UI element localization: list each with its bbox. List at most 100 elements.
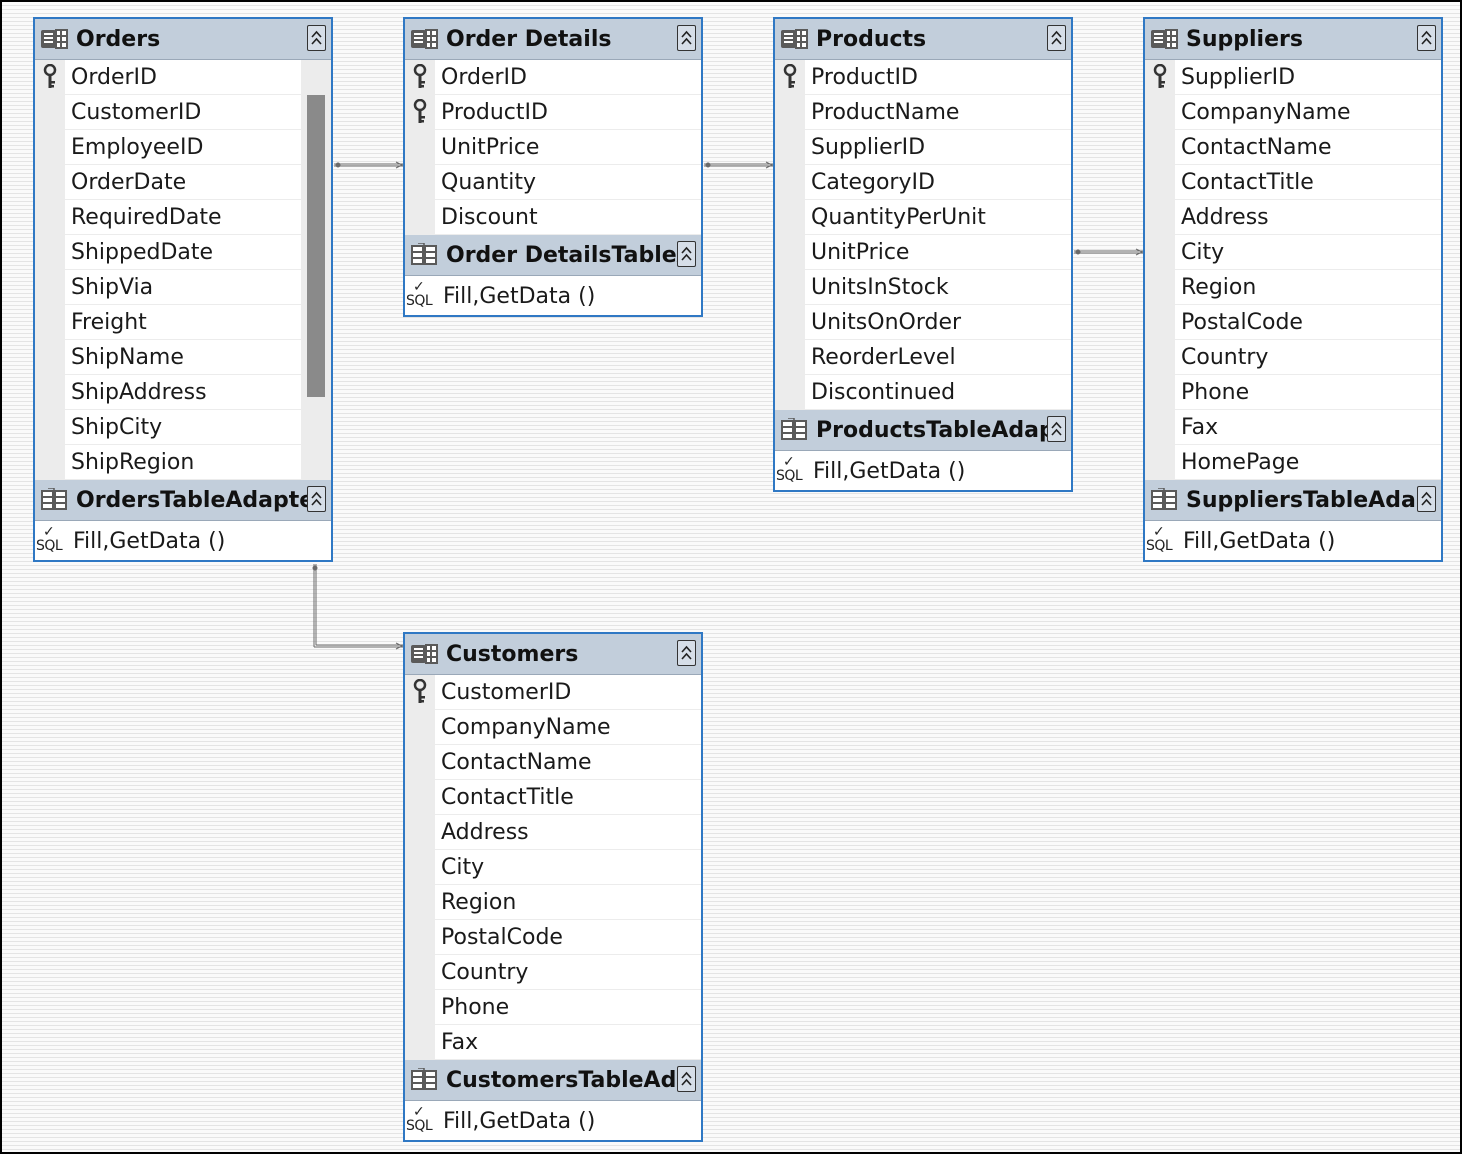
- order-details-tableadapter-header[interactable]: Order DetailsTableA: [405, 235, 701, 276]
- column-row[interactable]: Region: [435, 885, 701, 920]
- collapse-chevron-icon[interactable]: [1417, 25, 1436, 51]
- order-details-table-header[interactable]: Order Details: [405, 19, 701, 60]
- column-row[interactable]: CompanyName: [1175, 95, 1441, 130]
- orders-table-header[interactable]: Orders: [35, 19, 331, 60]
- column-row[interactable]: CustomerID: [435, 675, 701, 710]
- customers-tableadapter-header[interactable]: CustomersTableAda: [405, 1060, 701, 1101]
- column-row[interactable]: UnitsOnOrder: [805, 305, 1071, 340]
- column-row[interactable]: Country: [1175, 340, 1441, 375]
- collapse-chevron-icon[interactable]: [677, 1066, 696, 1092]
- column-row[interactable]: Discount: [435, 200, 701, 235]
- column-row[interactable]: SupplierID: [805, 130, 1071, 165]
- suppliers-query-row[interactable]: ✓SQL Fill,GetData (): [1145, 521, 1441, 560]
- tableadapter-icon: [410, 1067, 438, 1093]
- column-row[interactable]: ProductName: [805, 95, 1071, 130]
- column-row[interactable]: HomePage: [1175, 445, 1441, 480]
- column-row[interactable]: UnitPrice: [435, 130, 701, 165]
- column-row[interactable]: Phone: [1175, 375, 1441, 410]
- products-query-label: Fill,GetData (): [813, 458, 966, 484]
- column-row[interactable]: ProductID: [805, 60, 1071, 95]
- suppliers-tableadapter-header[interactable]: SuppliersTableAdap: [1145, 480, 1441, 521]
- column-row[interactable]: ShipName: [65, 340, 301, 375]
- customers-query-row[interactable]: ✓SQL Fill,GetData (): [405, 1101, 701, 1140]
- column-row[interactable]: UnitsInStock: [805, 270, 1071, 305]
- column-row[interactable]: ProductID: [435, 95, 701, 130]
- column-row[interactable]: ShipCity: [65, 410, 301, 445]
- orders-scrollbar-thumb[interactable]: [307, 95, 325, 397]
- column-row[interactable]: PostalCode: [1175, 305, 1441, 340]
- column-row[interactable]: OrderID: [435, 60, 701, 95]
- column-row[interactable]: ShippedDate: [65, 235, 301, 270]
- column-row[interactable]: Country: [435, 955, 701, 990]
- relation-products-suppliers[interactable]: [1074, 248, 1144, 256]
- column-row[interactable]: Region: [1175, 270, 1441, 305]
- column-row[interactable]: UnitPrice: [805, 235, 1071, 270]
- column-row[interactable]: Fax: [435, 1025, 701, 1060]
- column-row[interactable]: City: [1175, 235, 1441, 270]
- column-row[interactable]: ContactTitle: [435, 780, 701, 815]
- column-row[interactable]: EmployeeID: [65, 130, 301, 165]
- column-row[interactable]: ShipRegion: [65, 445, 301, 480]
- column-row[interactable]: SupplierID: [1175, 60, 1441, 95]
- suppliers-table-title: Suppliers: [1186, 26, 1303, 52]
- column-row[interactable]: Freight: [65, 305, 301, 340]
- column-row[interactable]: Phone: [435, 990, 701, 1025]
- orders-scrollbar[interactable]: [301, 60, 331, 480]
- relation-orders-orderdetails[interactable]: [334, 161, 404, 169]
- column-row[interactable]: CompanyName: [435, 710, 701, 745]
- suppliers-table-header[interactable]: Suppliers: [1145, 19, 1441, 60]
- collapse-chevron-icon[interactable]: [1047, 25, 1066, 51]
- collapse-chevron-icon[interactable]: [307, 486, 326, 512]
- orders-query-row[interactable]: ✓SQL Fill,GetData (): [35, 521, 331, 560]
- column-row[interactable]: Address: [435, 815, 701, 850]
- column-row[interactable]: CategoryID: [805, 165, 1071, 200]
- column-row[interactable]: PostalCode: [435, 920, 701, 955]
- order-details-tableadapter-title: Order DetailsTableA: [446, 242, 694, 268]
- products-tableadapter-header[interactable]: ProductsTableAdapt: [775, 410, 1071, 451]
- column-row[interactable]: OrderID: [65, 60, 301, 95]
- column-row[interactable]: CustomerID: [65, 95, 301, 130]
- customers-table-header[interactable]: Customers: [405, 634, 701, 675]
- column-row[interactable]: ShipVia: [65, 270, 301, 305]
- relation-orders-customers[interactable]: [312, 564, 404, 650]
- relation-orderdetails-products[interactable]: [704, 161, 774, 169]
- customers-tableadapter-title: CustomersTableAda: [446, 1067, 692, 1093]
- column-row[interactable]: Discontinued: [805, 375, 1071, 410]
- column-row[interactable]: ContactName: [1175, 130, 1441, 165]
- order-details-query-row[interactable]: ✓SQL Fill,GetData (): [405, 276, 701, 315]
- column-row[interactable]: ContactTitle: [1175, 165, 1441, 200]
- column-row[interactable]: Fax: [1175, 410, 1441, 445]
- collapse-chevron-icon[interactable]: [677, 241, 696, 267]
- orders-tableadapter-header[interactable]: OrdersTableAdapter: [35, 480, 331, 521]
- collapse-chevron-icon[interactable]: [1417, 486, 1436, 512]
- collapse-chevron-icon[interactable]: [1047, 416, 1066, 442]
- column-row[interactable]: ContactName: [435, 745, 701, 780]
- column-row[interactable]: QuantityPerUnit: [805, 200, 1071, 235]
- column-row[interactable]: ShipAddress: [65, 375, 301, 410]
- column-row[interactable]: ReorderLevel: [805, 340, 1071, 375]
- collapse-chevron-icon[interactable]: [677, 25, 696, 51]
- products-table-header[interactable]: Products: [775, 19, 1071, 60]
- orders-query-label: Fill,GetData (): [73, 528, 226, 554]
- primary-key-icon: [1151, 63, 1169, 90]
- collapse-chevron-icon[interactable]: [677, 640, 696, 666]
- products-query-row[interactable]: ✓SQL Fill,GetData (): [775, 451, 1071, 490]
- collapse-chevron-icon[interactable]: [307, 25, 326, 51]
- column-row[interactable]: Quantity: [435, 165, 701, 200]
- column-row[interactable]: RequiredDate: [65, 200, 301, 235]
- column-row[interactable]: Address: [1175, 200, 1441, 235]
- column-row[interactable]: OrderDate: [65, 165, 301, 200]
- column-row[interactable]: City: [435, 850, 701, 885]
